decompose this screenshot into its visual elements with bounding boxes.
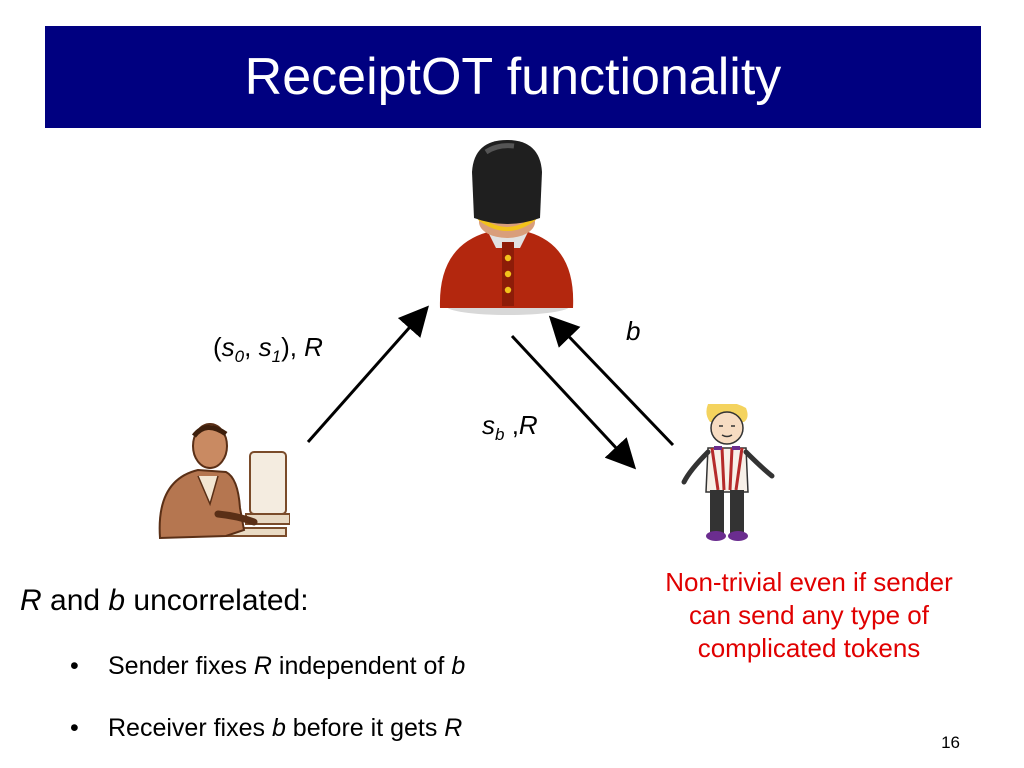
red-note-line: complicated tokens xyxy=(697,633,921,663)
arrow-sender-to-guard xyxy=(306,305,429,443)
title-bar: ReceiptOT functionality xyxy=(45,26,981,128)
slide-title: ReceiptOT functionality xyxy=(244,48,782,106)
royal-guard-icon xyxy=(439,140,574,315)
arrow-guard-to-receiver xyxy=(510,334,637,470)
red-note-line: can send any type of xyxy=(689,600,929,630)
red-note-line: Non-trivial even if sender xyxy=(665,567,953,597)
uncorrelated-heading: R and b uncorrelated: xyxy=(20,584,309,617)
bullet-receiver: •Receiver fixes b before it gets R xyxy=(70,714,463,742)
arrow-receiver-to-guard xyxy=(548,315,675,447)
label-sb-r: sb ,R xyxy=(482,410,538,445)
receiver-boy-icon xyxy=(681,404,775,541)
page-number: 16 xyxy=(941,733,960,752)
left-text-block: R and b uncorrelated: xyxy=(20,584,309,618)
label-b: b xyxy=(626,316,641,346)
bullet-sender: •Sender fixes R independent of b xyxy=(70,652,466,680)
red-note: Non-trivial even if sender can send any … xyxy=(606,566,1012,665)
sender-at-computer-icon xyxy=(158,423,290,540)
label-s0-s1-r: (s0, s1), R xyxy=(213,332,323,367)
